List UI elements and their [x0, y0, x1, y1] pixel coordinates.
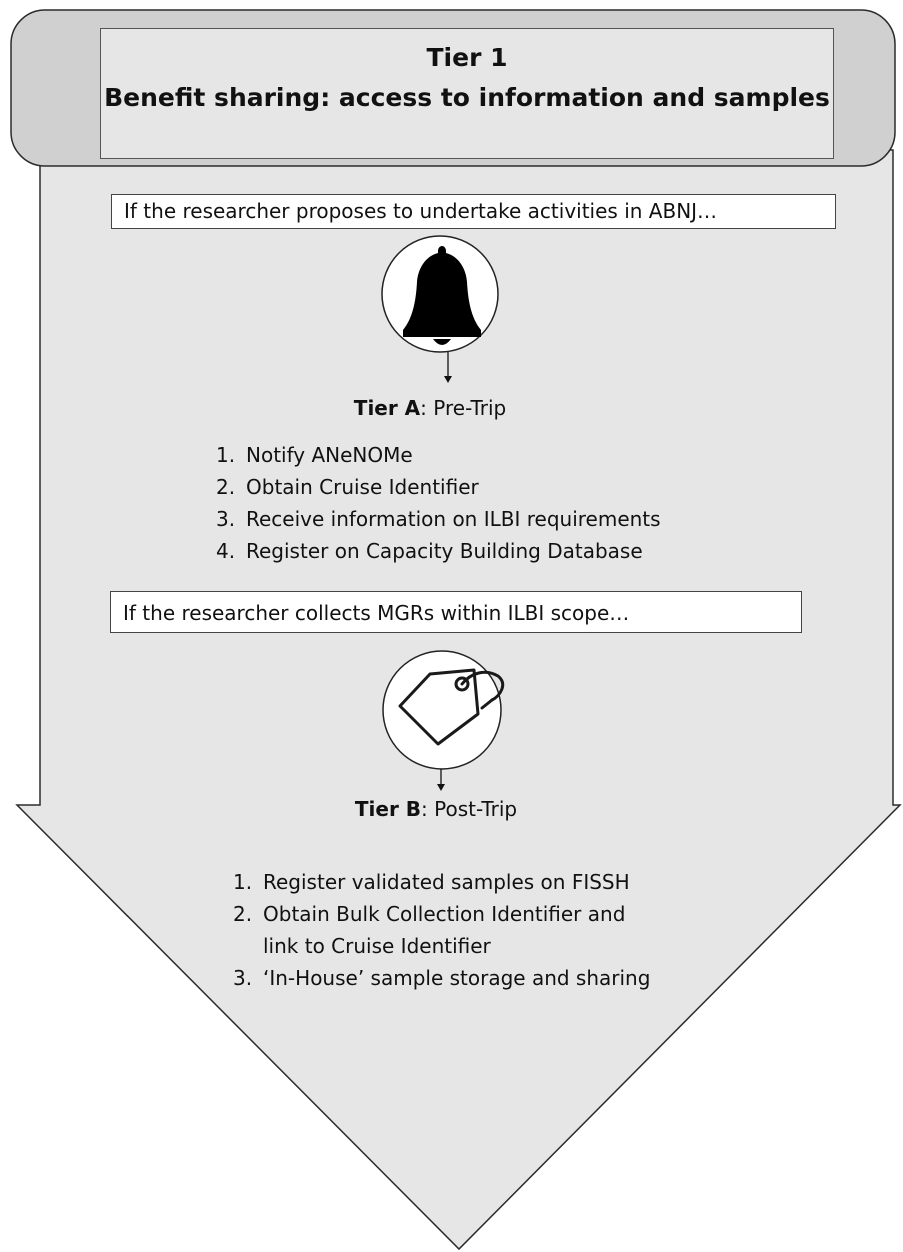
- tier-a-label-rest: : Pre-Trip: [420, 396, 507, 420]
- tier-a-label-bold: Tier A: [353, 396, 421, 420]
- tag-icon: [382, 650, 505, 770]
- tier-b-steps: 1.Register validated samples on FISSH 2.…: [233, 866, 650, 994]
- tier-b-label: Tier B: Post-Trip: [286, 797, 586, 821]
- tier-a-step: 3.Receive information on ILBI requiremen…: [216, 507, 661, 531]
- tier-a-steps: 1.Notify ANeNOMe 2.Obtain Cruise Identif…: [216, 439, 661, 567]
- tier-a-label: Tier A: Pre-Trip: [280, 396, 580, 420]
- connector-arrowhead-a: [444, 376, 452, 383]
- tier-a-step: 4.Register on Capacity Building Database: [216, 539, 643, 563]
- tier-b-step: 2.Obtain Bulk Collection Identifier and: [233, 902, 626, 926]
- header-title-line2: Benefit sharing: access to information a…: [104, 83, 830, 112]
- tier-a-step: 1.Notify ANeNOMe: [216, 443, 413, 467]
- bell-icon: [381, 235, 499, 353]
- tier-b-step: 3.‘In-House’ sample storage and sharing: [233, 966, 651, 990]
- tier-b-label-rest: : Post-Trip: [421, 797, 518, 821]
- connector-arrowhead-b: [437, 784, 445, 791]
- tier-b-step: 1.Register validated samples on FISSH: [233, 870, 630, 894]
- tier-b-label-bold: Tier B: [354, 797, 422, 821]
- condition-a-box: If the researcher proposes to undertake …: [111, 194, 836, 229]
- condition-b-box: If the researcher collects MGRs within I…: [110, 591, 802, 633]
- header-title-box: [100, 28, 834, 159]
- header-title-line1: Tier 1: [426, 43, 508, 72]
- tier-b-step-continuation: link to Cruise Identifier: [263, 934, 491, 958]
- tier-a-step: 2.Obtain Cruise Identifier: [216, 475, 479, 499]
